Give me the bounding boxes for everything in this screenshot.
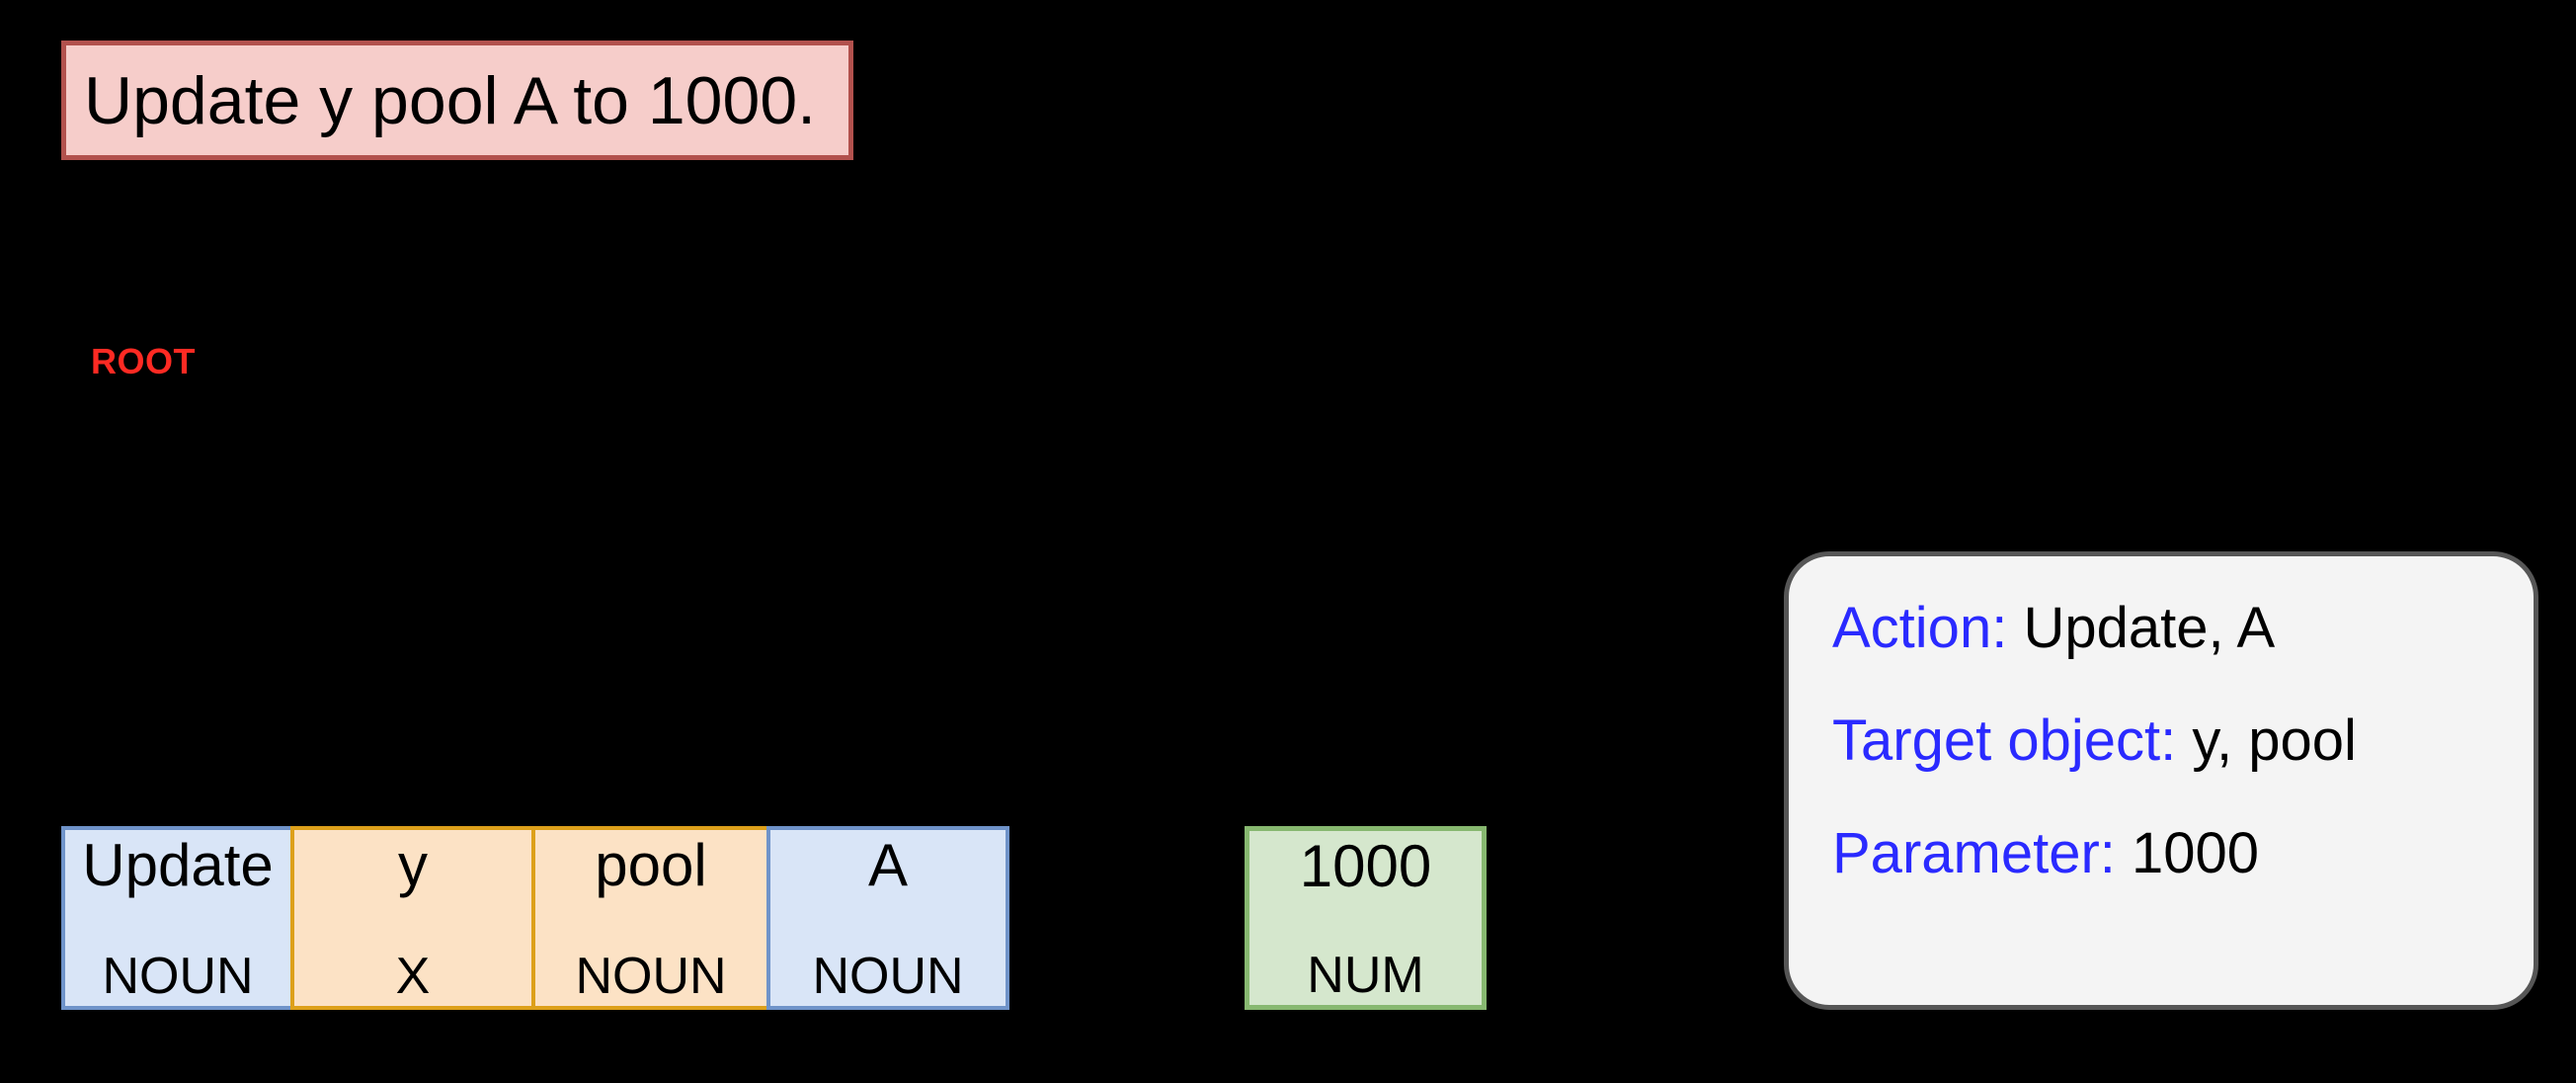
- token-pos-tag: X: [395, 947, 431, 1005]
- token-word: y: [398, 832, 428, 898]
- dependency-root-label: ROOT: [91, 341, 196, 381]
- info-label: Parameter:: [1832, 821, 2116, 885]
- token-word: 1000: [1299, 833, 1432, 899]
- info-row-2: Parameter: 1000: [1832, 825, 2534, 882]
- token-word: pool: [595, 832, 707, 898]
- token-cell-3[interactable]: A NOUN: [766, 826, 1009, 1010]
- info-label: Target object:: [1832, 708, 2177, 773]
- info-row-0: Action: Update, A: [1832, 600, 2534, 657]
- token-pos-tag: NUM: [1307, 946, 1424, 1004]
- token-pos-tag: NOUN: [575, 947, 727, 1005]
- token-word: Update: [82, 832, 274, 898]
- info-label: Action:: [1832, 596, 2008, 660]
- info-value: y, pool: [2176, 708, 2357, 773]
- info-value: 1000: [2115, 821, 2260, 885]
- sentence-text: Update y pool A to 1000.: [84, 62, 817, 138]
- info-value: Update, A: [2007, 596, 2276, 660]
- sentence-banner: Update y pool A to 1000.: [61, 41, 853, 160]
- token-pos-tag: NOUN: [102, 947, 254, 1005]
- token-word: A: [867, 832, 909, 898]
- token-pos-tag: NOUN: [812, 947, 964, 1005]
- info-row-1: Target object: y, pool: [1832, 712, 2534, 770]
